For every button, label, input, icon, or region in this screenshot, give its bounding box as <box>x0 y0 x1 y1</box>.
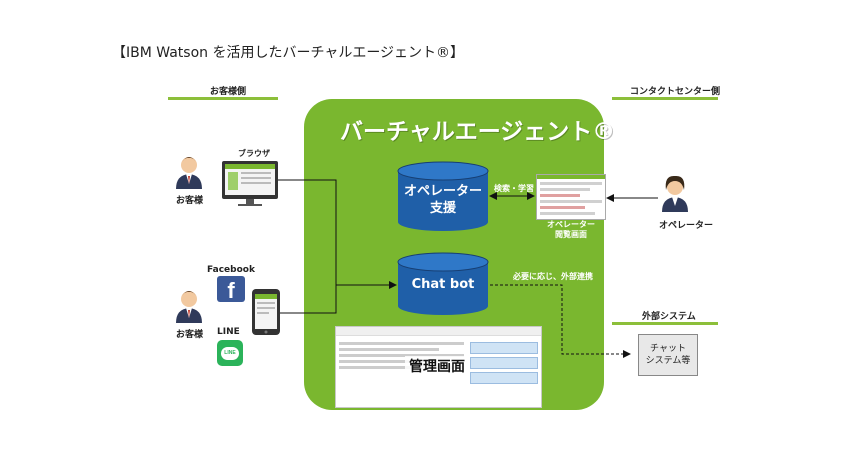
customer-person-icon <box>176 157 202 189</box>
operator-support-label: オペレーター 支援 <box>403 184 482 216</box>
customer-side-bar <box>168 97 278 100</box>
monitor-icon <box>222 161 278 206</box>
chat-system-label: チャット システム等 <box>645 344 691 366</box>
operator-view-screen-thumbnail <box>536 174 606 220</box>
operator-label: オペレーター <box>659 221 714 231</box>
line-bubble: LINE <box>221 346 239 360</box>
customer-label-top: お客様 <box>176 196 204 206</box>
smartphone-icon <box>252 289 280 335</box>
external-system-label: 外部システム <box>642 312 696 322</box>
phone-connector <box>280 285 337 314</box>
virtual-agent-title: バーチャルエージェント® <box>340 119 616 145</box>
chat-system-box: チャット システム等 <box>638 334 698 376</box>
external-system-bar <box>612 322 718 325</box>
facebook-icon: f <box>217 276 245 303</box>
chat-bot-label: Chat bot <box>411 277 475 292</box>
facebook-label: Facebook <box>207 265 255 275</box>
customer-person-icon <box>176 291 202 323</box>
external-link-label: 必要に応じ、外部連携 <box>513 272 593 281</box>
line-icon: LINE <box>217 340 243 366</box>
page-title: 【IBM Watson を活用したバーチャルエージェント®】 <box>112 45 465 61</box>
external-link-arrow <box>490 284 631 358</box>
operator-view-screen-label: オペレーター 閲覧画面 <box>547 220 595 239</box>
operator-support-database-icon <box>397 161 489 231</box>
customer-label-bottom: お客様 <box>176 330 204 340</box>
operator-person-icon <box>662 175 688 212</box>
line-label: LINE <box>217 327 240 337</box>
search-learning-label: 検索・学習 <box>494 184 534 193</box>
customer-side-label: お客様側 <box>210 87 247 97</box>
browser-connector <box>278 179 337 285</box>
browser-label: ブラウザ <box>238 149 270 158</box>
contact-center-side-label: コンタクトセンター側 <box>630 87 721 97</box>
admin-screen-label: 管理画面 <box>405 356 469 376</box>
chat-bot-database-icon <box>397 252 489 315</box>
contact-center-side-bar <box>612 97 718 100</box>
